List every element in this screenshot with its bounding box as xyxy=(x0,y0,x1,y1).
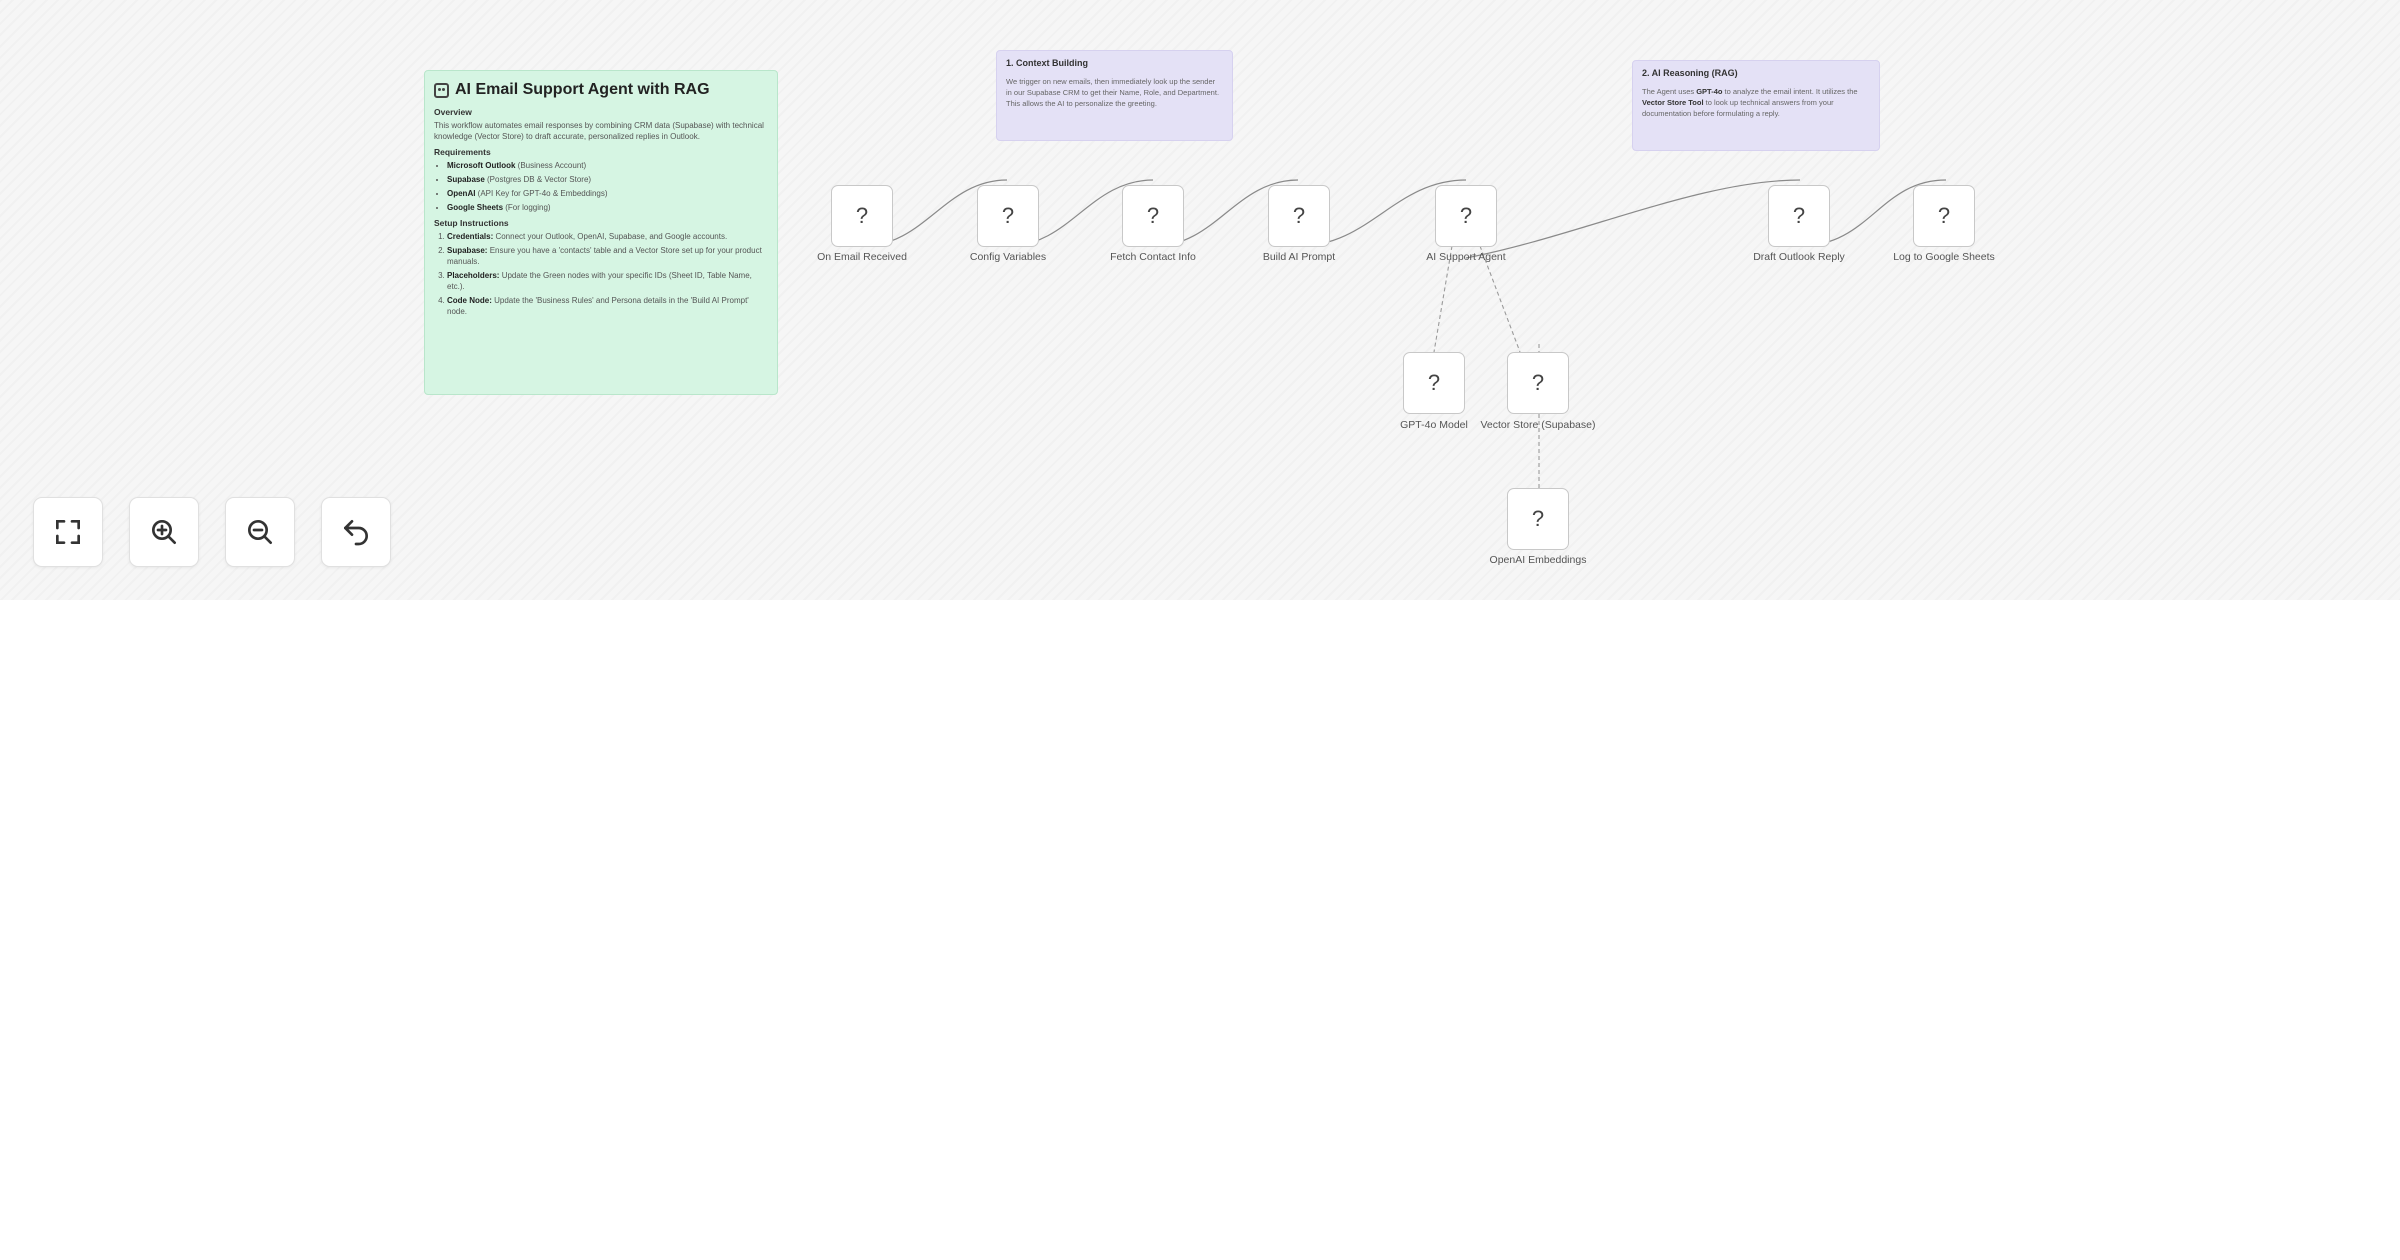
node-label: Config Variables xyxy=(969,251,1047,263)
node-ai-support-agent[interactable]: ? xyxy=(1435,185,1497,247)
overview-text: This workflow automates email responses … xyxy=(434,121,764,141)
node-openai-embeddings[interactable]: ? xyxy=(1507,488,1569,550)
context-building-note[interactable]: 1. Context Building We trigger on new em… xyxy=(996,50,1233,141)
node-label: OpenAI Embeddings xyxy=(1489,554,1587,566)
zoom-out-icon xyxy=(248,520,272,544)
node-config-variables[interactable]: ? xyxy=(977,185,1039,247)
setup-step: Credentials: Connect your Outlook, OpenA… xyxy=(447,231,768,242)
requirement-item: OpenAI (API Key for GPT-4o & Embeddings) xyxy=(447,188,768,199)
node-label: Draft Outlook Reply xyxy=(1753,251,1845,263)
setup-step: Code Node: Update the 'Business Rules' a… xyxy=(447,295,768,317)
robot-icon xyxy=(434,82,449,98)
node-gpt-4o-model[interactable]: ? xyxy=(1403,352,1465,414)
setup-heading: Setup Instructions xyxy=(434,218,509,228)
overview-title-text: AI Email Support Agent with RAG xyxy=(455,81,710,98)
node-fetch-contact-info[interactable]: ? xyxy=(1122,185,1184,247)
node-label: Build AI Prompt xyxy=(1262,251,1336,263)
node-label: GPT-4o Model xyxy=(1400,419,1468,431)
fit-view-button[interactable] xyxy=(33,497,103,567)
undo-button[interactable] xyxy=(321,497,391,567)
requirement-item: Microsoft Outlook (Business Account) xyxy=(447,160,768,171)
undo-icon xyxy=(344,520,368,546)
overview-heading: Overview xyxy=(434,107,472,117)
context-note-text: We trigger on new emails, then immediate… xyxy=(1006,77,1220,108)
node-label: On Email Received xyxy=(817,251,907,263)
node-label: Vector Store (Supabase) xyxy=(1480,419,1596,431)
node-label: AI Support Agent xyxy=(1426,251,1506,263)
context-note-title: 1. Context Building xyxy=(1006,58,1088,68)
setup-list: Credentials: Connect your Outlook, OpenA… xyxy=(434,231,768,317)
requirements-list: Microsoft Outlook (Business Account) Sup… xyxy=(434,160,768,213)
node-on-email-received[interactable]: ? xyxy=(831,185,893,247)
reasoning-note-title: 2. AI Reasoning (RAG) xyxy=(1642,68,1738,78)
node-draft-outlook-reply[interactable]: ? xyxy=(1768,185,1830,247)
workflow-canvas[interactable]: AI Email Support Agent with RAG Overview… xyxy=(0,0,2400,600)
node-label: Log to Google Sheets xyxy=(1893,251,1995,263)
ai-reasoning-note[interactable]: 2. AI Reasoning (RAG) The Agent uses GPT… xyxy=(1632,60,1880,151)
fullscreen-icon xyxy=(56,520,80,544)
requirement-item: Supabase (Postgres DB & Vector Store) xyxy=(447,174,768,185)
edge-agent-vector xyxy=(1479,245,1521,353)
setup-step: Placeholders: Update the Green nodes wit… xyxy=(447,270,768,292)
requirements-heading: Requirements xyxy=(434,147,491,157)
zoom-in-icon xyxy=(152,520,176,544)
reasoning-note-text: The Agent uses GPT-4o to analyze the ema… xyxy=(1642,87,1858,118)
zoom-in-button[interactable] xyxy=(129,497,199,567)
overview-sticky-note[interactable]: AI Email Support Agent with RAG Overview… xyxy=(424,70,778,395)
requirement-item: Google Sheets (For logging) xyxy=(447,202,768,213)
node-label: Fetch Contact Info xyxy=(1110,251,1196,263)
node-build-ai-prompt[interactable]: ? xyxy=(1268,185,1330,247)
edge-agent-draft xyxy=(1465,179,1801,259)
zoom-out-button[interactable] xyxy=(225,497,295,567)
setup-step: Supabase: Ensure you have a 'contacts' t… xyxy=(447,245,768,267)
overview-title: AI Email Support Agent with RAG xyxy=(434,81,768,99)
node-vector-store-supabase[interactable]: ? xyxy=(1507,352,1569,414)
edge-agent-model xyxy=(1433,245,1453,353)
node-log-to-google-sheets[interactable]: ? xyxy=(1913,185,1975,247)
